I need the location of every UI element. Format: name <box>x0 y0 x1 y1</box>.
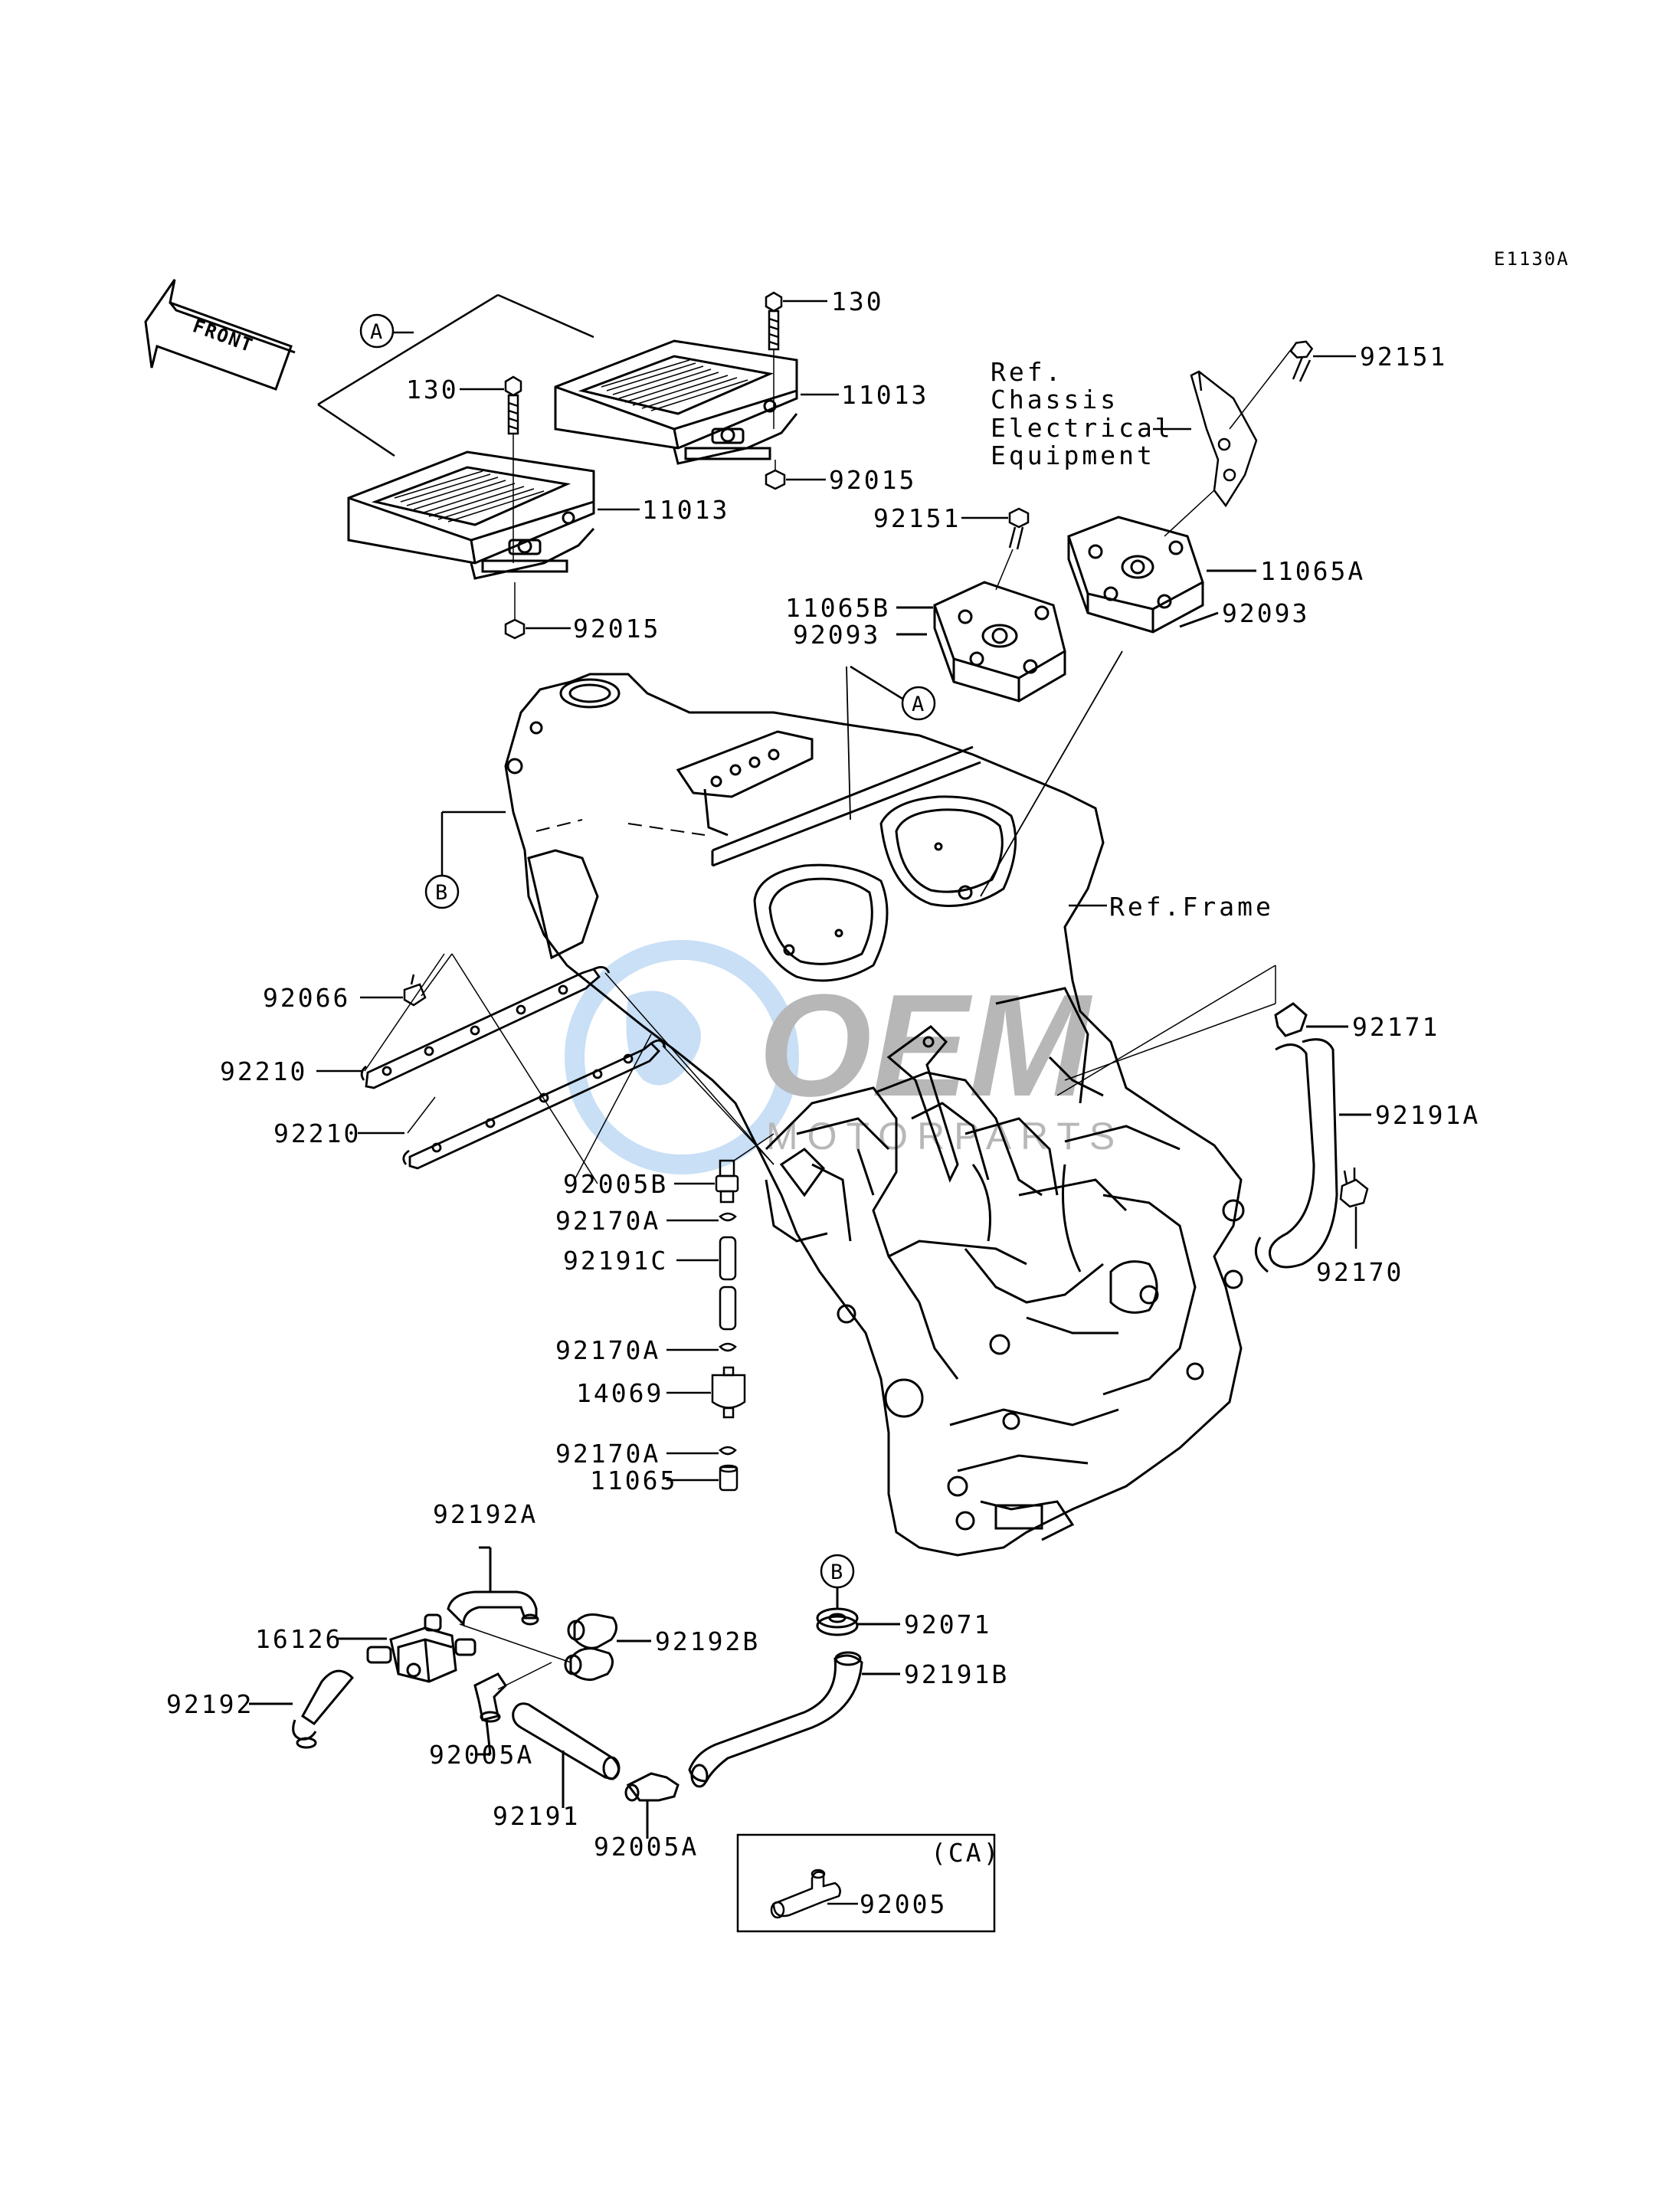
fitting-stack <box>666 1133 775 1492</box>
bolt-92151-upper <box>1289 340 1356 382</box>
part-label-92170: 92170 <box>1316 1257 1403 1287</box>
ref-chassis-line2: Chassis <box>991 385 1118 414</box>
bolt-130-upper <box>765 291 827 429</box>
part-label-92015-upper: 92015 <box>829 465 916 495</box>
part-label-92170a-2: 92170A <box>555 1335 660 1365</box>
part-label-92093-left: 92093 <box>793 620 880 650</box>
part-label-92066: 92066 <box>263 983 350 1013</box>
part-label-92171: 92171 <box>1352 1012 1439 1042</box>
part-label-92093-right: 92093 <box>1222 598 1309 628</box>
callout-a-top-letter: A <box>370 320 382 344</box>
callout-a-top <box>317 293 594 457</box>
grommet-11065b <box>896 581 1066 703</box>
part-label-92151-upper: 92151 <box>1360 342 1447 372</box>
part-label-11065b: 11065B <box>785 593 890 623</box>
part-label-92210-upper: 92210 <box>220 1056 307 1086</box>
part-label-14069: 14069 <box>576 1378 663 1408</box>
hose-assembly-92210 <box>360 966 775 1181</box>
part-label-130-upper: 130 <box>831 287 884 316</box>
part-label-92192: 92192 <box>166 1689 254 1719</box>
part-label-11013-upper: 11013 <box>841 380 928 410</box>
bolt-130-lower <box>460 375 522 563</box>
part-label-92191b: 92191B <box>904 1659 1009 1689</box>
inset-ca-label: (CA) <box>931 1838 1000 1868</box>
part-label-92005a-right: 92005A <box>594 1832 699 1862</box>
callout-a-mid <box>850 665 936 721</box>
frame-assembly <box>504 673 1245 1557</box>
part-label-92192a: 92192A <box>433 1499 538 1529</box>
part-label-92191a: 92191A <box>1375 1100 1480 1130</box>
ref-frame-label: Ref.Frame <box>1109 892 1274 922</box>
part-label-92151-mid: 92151 <box>873 503 961 533</box>
nut-92015-lower <box>504 582 571 640</box>
front-arrow-icon: FRONT <box>144 279 296 391</box>
part-label-92071: 92071 <box>904 1610 991 1639</box>
part-label-130-lower: 130 <box>406 375 459 404</box>
callout-b-frame-letter: B <box>435 881 447 905</box>
ref-chassis-line1: Ref. <box>991 357 1063 387</box>
ref-chassis-line4: Equipment <box>991 441 1155 470</box>
nut-92015-upper <box>765 460 826 490</box>
part-label-92191c: 92191C <box>563 1246 668 1276</box>
callout-b-frame <box>424 811 506 909</box>
part-label-92170a-3: 92170A <box>555 1439 660 1469</box>
clip-92066 <box>360 953 598 1184</box>
part-label-92192b: 92192B <box>655 1626 760 1656</box>
watermark-globe-icon <box>565 940 799 1174</box>
leaders-grommet <box>846 650 1123 897</box>
bolt-92151-mid <box>961 507 1030 591</box>
callout-a-mid-letter: A <box>912 693 924 716</box>
grommet-11065a <box>1067 516 1256 634</box>
ecu-upper <box>554 339 798 465</box>
part-label-92170a-1: 92170A <box>555 1206 660 1236</box>
ecu-lower <box>347 450 595 580</box>
ref-chassis-line3: Electrical <box>991 413 1174 443</box>
bracket-chassis-electrical <box>1153 344 1295 537</box>
callout-b-bottom-letter: B <box>830 1561 843 1584</box>
hose-92191a <box>1056 965 1371 1273</box>
clamp-92170 <box>1339 1168 1369 1249</box>
part-label-92191: 92191 <box>493 1801 580 1831</box>
callout-b-bottom <box>820 1554 855 1589</box>
watermark: OEM MOTORPARTS <box>565 940 1115 1174</box>
part-label-92005a-left: 92005A <box>429 1740 534 1770</box>
part-label-11013-lower: 11013 <box>642 495 729 525</box>
diagram-code: E1130A <box>1494 248 1570 270</box>
part-label-92005b: 92005B <box>563 1169 668 1199</box>
part-label-16126: 16126 <box>255 1624 342 1654</box>
part-label-11065: 11065 <box>590 1466 677 1495</box>
inset-ca-box <box>736 1833 996 1933</box>
part-label-92210-lower: 92210 <box>273 1119 361 1148</box>
part-label-92015-lower: 92015 <box>573 614 660 644</box>
part-label-11065a: 11065A <box>1260 556 1365 586</box>
part-label-92005: 92005 <box>860 1889 947 1919</box>
air-valve-assembly <box>249 1546 900 1839</box>
